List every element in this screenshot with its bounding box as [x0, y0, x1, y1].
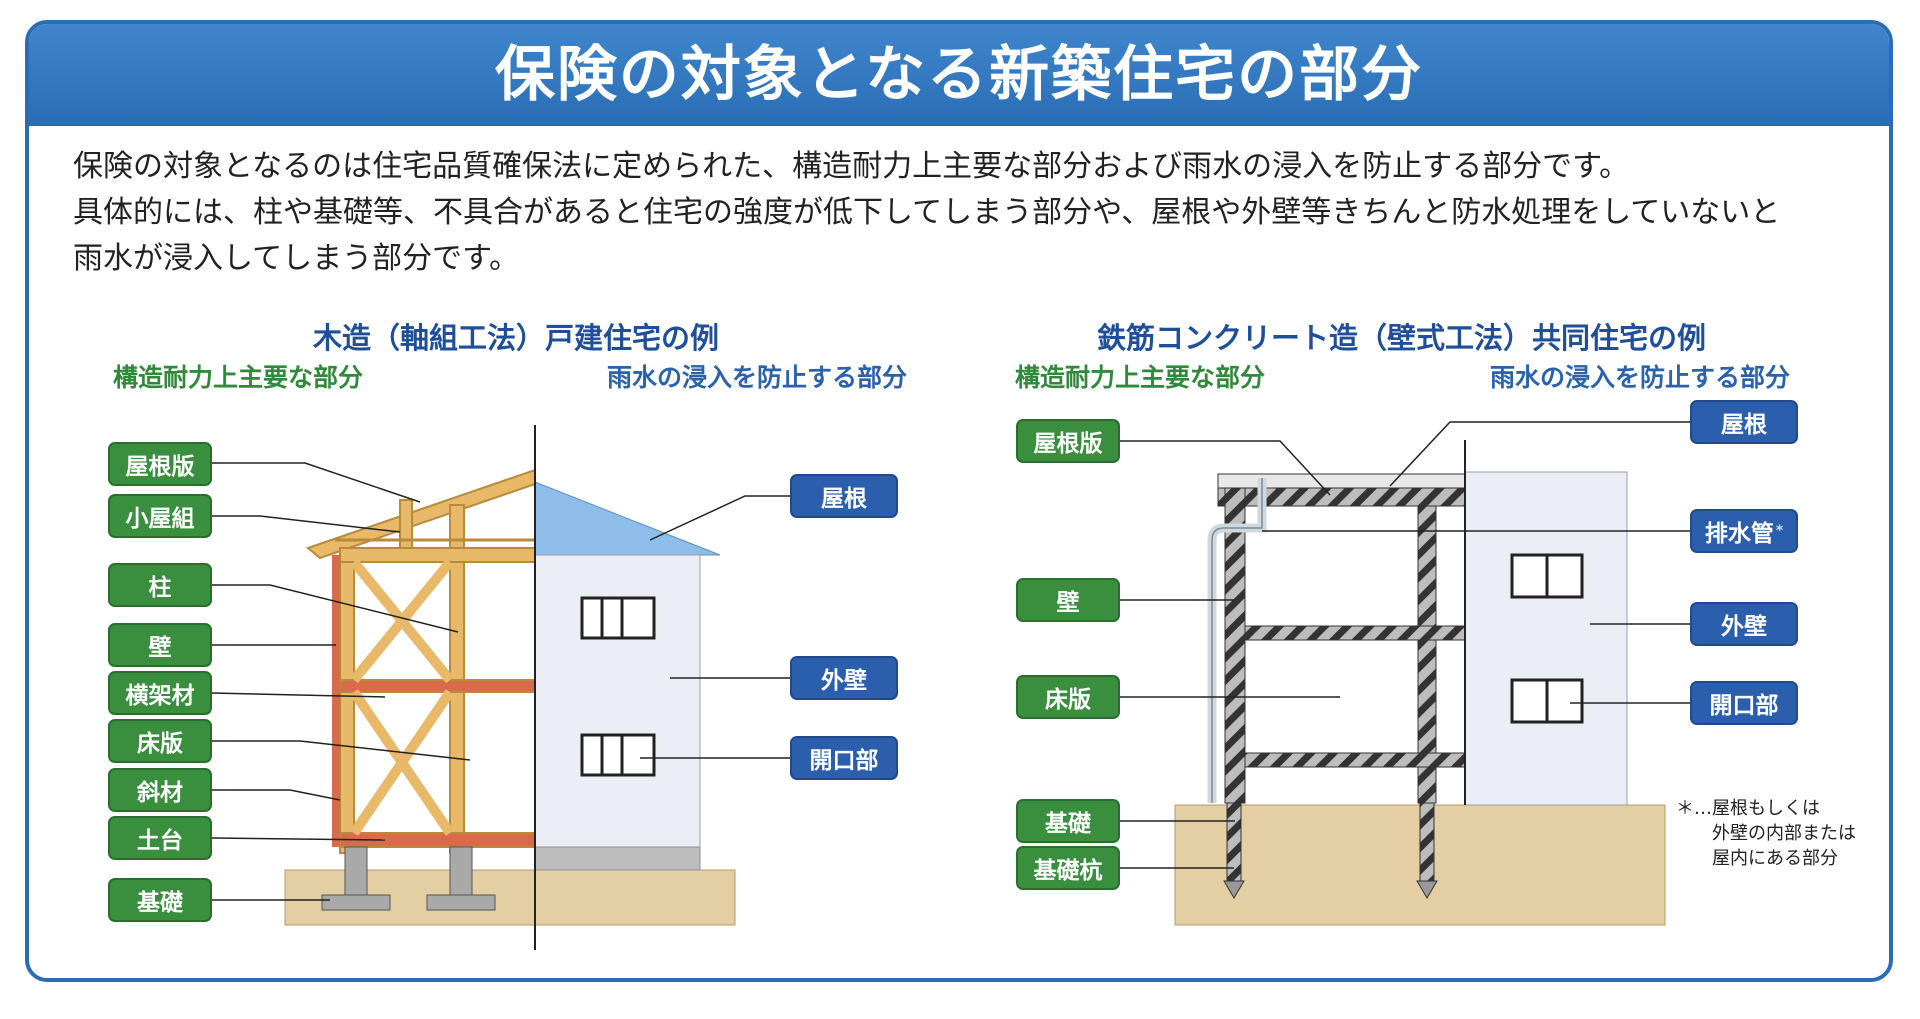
tag-wall: 壁: [108, 623, 212, 667]
tag-roof-truss: 小屋組: [108, 494, 212, 538]
wood-rain-heading: 雨水の浸入を防止する部分: [607, 363, 908, 392]
roof-blue: [534, 481, 721, 556]
rc-tag-drain-pipe: 排水管*: [1690, 509, 1798, 553]
footnote-line-1: ＊…屋根もしくは: [1676, 798, 1820, 819]
footnote: ＊…屋根もしくは 外壁の内部または 屋内にある部分: [1676, 796, 1856, 871]
description-line-3: 雨水が浸入してしまう部分です。: [73, 241, 520, 276]
rc-tag-foundation: 基礎: [1016, 799, 1120, 843]
title-bar: 保険の対象となる新築住宅の部分: [29, 24, 1889, 126]
leader-lines: [211, 421, 1690, 901]
drain-asterisk: *: [1775, 523, 1784, 539]
rc-tag-floor-slab: 床版: [1016, 675, 1120, 719]
rc-exterior-wall: [1464, 471, 1628, 806]
rc-tag-drain-pipe-label: 排水管: [1704, 521, 1774, 547]
house-base: [534, 846, 701, 871]
foundation: [321, 846, 496, 911]
rc-pile-right: [1419, 802, 1435, 882]
rc-building-drawing: [1174, 440, 1666, 926]
rc-roof-slab: [1217, 487, 1466, 507]
tag-floor-slab: 床版: [108, 719, 212, 763]
tag-sill: 土台: [108, 816, 212, 860]
rc-floor-1: [1244, 625, 1466, 641]
rc-diagram-title: 鉄筋コンクリート造（壁式工法）共同住宅の例: [1097, 321, 1707, 355]
rc-wall-left: [1224, 487, 1246, 804]
page-title: 保険の対象となる新築住宅の部分: [494, 40, 1424, 110]
tag-beam: 横架材: [108, 671, 212, 715]
rc-floor-2: [1244, 752, 1466, 768]
timber-frame: [305, 468, 536, 854]
tag-roof-slab: 屋根版: [108, 442, 212, 486]
wood-house-drawing: [284, 425, 736, 950]
rc-pile-left: [1226, 802, 1242, 882]
wood-structural-heading: 構造耐力上主要な部分: [113, 363, 364, 392]
description-line-2: 具体的には、柱や基礎等、不具合があると住宅の強度が低下してしまう部分や、屋根や外…: [73, 195, 1781, 230]
wall-panel: [332, 555, 340, 847]
rc-structural-heading: 構造耐力上主要な部分: [1015, 363, 1266, 392]
tag-foundation: 基礎: [108, 878, 212, 922]
wood-diagram-title: 木造（軸組工法）戸建住宅の例: [313, 321, 720, 355]
tag-opening: 開口部: [790, 736, 898, 780]
tag-column: 柱: [108, 563, 212, 607]
tag-exterior-wall: 外壁: [790, 656, 898, 700]
footnote-line-2: 外壁の内部または: [1712, 823, 1856, 844]
rc-tag-wall: 壁: [1016, 578, 1120, 622]
rc-tag-exterior-wall: 外壁: [1690, 602, 1798, 646]
rc-tag-roof-slab: 屋根版: [1016, 419, 1120, 463]
footnote-line-3: 屋内にある部分: [1712, 848, 1838, 869]
tag-roof: 屋根: [790, 474, 898, 518]
rc-rain-heading: 雨水の浸入を防止する部分: [1490, 363, 1791, 392]
description: 保険の対象となるのは住宅品質確保法に定められた、構造耐力上主要な部分および雨水の…: [73, 144, 1863, 282]
description-line-1: 保険の対象となるのは住宅品質確保法に定められた、構造耐力上主要な部分および雨水の…: [73, 149, 1630, 184]
rc-tag-roof: 屋根: [1690, 400, 1798, 444]
tag-brace: 斜材: [108, 768, 212, 812]
rc-tag-opening: 開口部: [1690, 681, 1798, 725]
rc-tag-pile: 基礎杭: [1016, 846, 1120, 890]
